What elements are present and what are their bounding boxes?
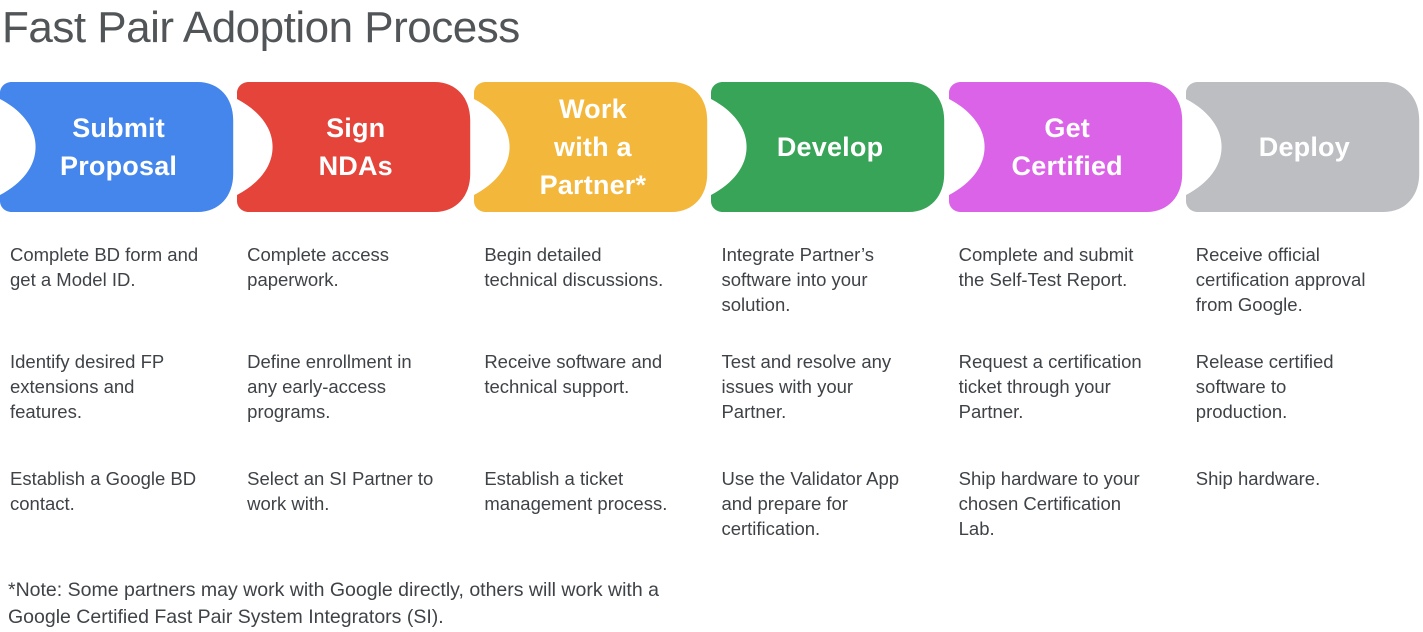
desc-get-certified-3: Ship hardware to your chosen Certificati… <box>958 468 1140 539</box>
stage-arrow-shape <box>948 82 1182 212</box>
page-title: Fast Pair Adoption Process <box>2 3 520 52</box>
stage-deploy: Deploy <box>1185 82 1423 212</box>
desc-develop-2: Test and resolve any issues with your Pa… <box>721 351 892 422</box>
desc-submit-proposal-3: Establish a Google BD contact. <box>10 468 197 514</box>
desc-sign-ndas-1: Complete access paperwork. <box>247 244 390 290</box>
stage-arrow-shape <box>1185 82 1419 212</box>
stage-get-certified: Get Certified <box>948 82 1186 212</box>
desc-sign-ndas-2: Define enrollment in any early-access pr… <box>247 351 412 422</box>
stage-label: Work with a Partner* <box>539 94 647 200</box>
stage-develop: Develop <box>711 82 948 212</box>
stage-arrow-shape <box>474 82 708 212</box>
stage-arrow-shape <box>237 82 471 212</box>
stage-arrow-shape <box>711 82 945 212</box>
stage-work-with-a-partner: Work with a Partner* <box>474 82 711 212</box>
process-flow: Submit Proposal Sign NDAs Work with a Pa… <box>0 82 1423 212</box>
stage-label: Submit Proposal <box>60 113 178 181</box>
stage-label: Get Certified <box>1011 113 1123 181</box>
desc-work-with-a-partner-3: Establish a ticket management process. <box>484 468 668 514</box>
desc-deploy-3: Ship hardware. <box>1195 468 1321 489</box>
desc-submit-proposal-2: Identify desired FP extensions and featu… <box>10 351 165 422</box>
stage-label: Develop <box>776 132 884 162</box>
stage-submit-proposal: Submit Proposal <box>0 82 237 212</box>
desc-submit-proposal-1: Complete BD form and get a Model ID. <box>10 244 199 290</box>
stage-descriptions: Complete BD form and get a Model ID. Com… <box>0 242 1423 541</box>
footnote: *Note: Some partners may work with Googl… <box>8 579 659 628</box>
desc-work-with-a-partner-2: Receive software and technical support. <box>484 351 663 397</box>
desc-sign-ndas-3: Select an SI Partner to work with. <box>247 468 434 514</box>
stage-arrow-shape <box>0 82 234 212</box>
stage-label: Sign NDAs <box>318 113 393 181</box>
desc-develop-1: Integrate Partner’s software into your s… <box>721 244 875 315</box>
desc-deploy-2: Release certified software to production… <box>1195 351 1334 422</box>
stage-label: Deploy <box>1258 132 1350 162</box>
desc-deploy-1: Receive official certification approval … <box>1195 244 1366 315</box>
desc-get-certified-1: Complete and submit the Self-Test Report… <box>958 244 1134 290</box>
desc-develop-3: Use the Validator App and prepare for ce… <box>721 468 900 539</box>
stage-sign-ndas: Sign NDAs <box>237 82 474 212</box>
desc-get-certified-2: Request a certification ticket through y… <box>958 351 1142 422</box>
desc-work-with-a-partner-1: Begin detailed technical discussions. <box>484 244 664 290</box>
